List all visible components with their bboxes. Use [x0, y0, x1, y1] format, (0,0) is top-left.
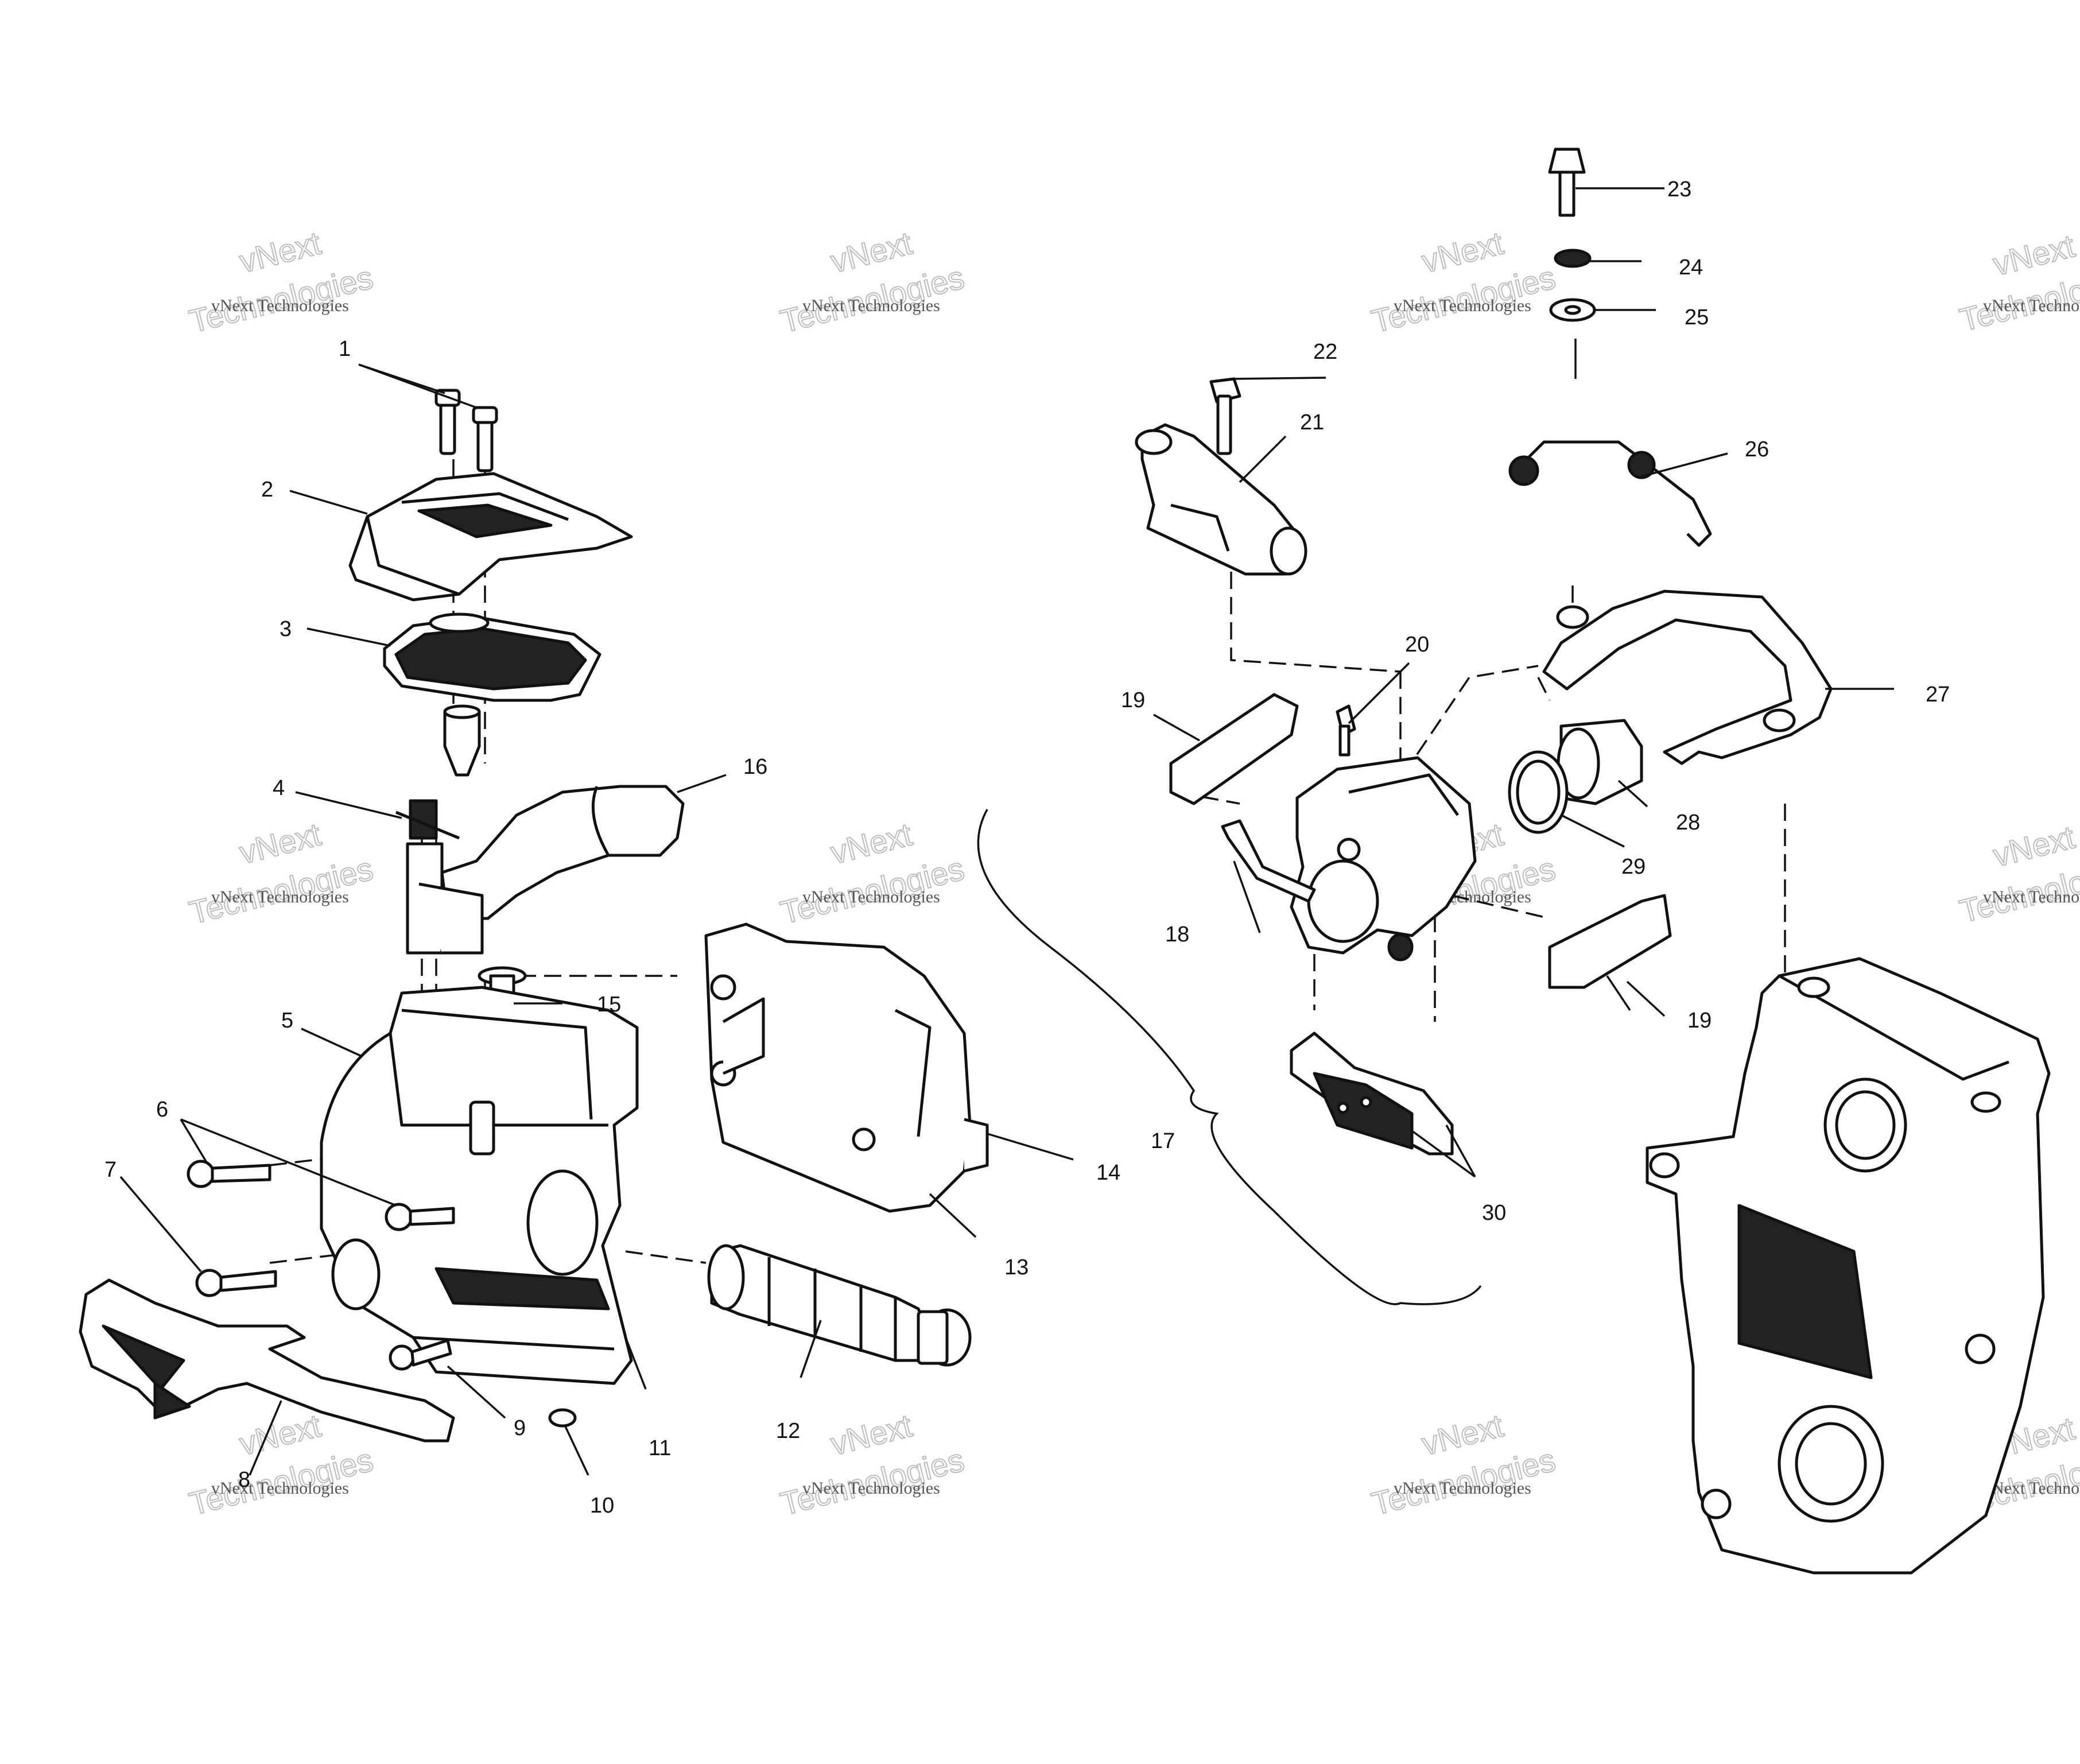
- clip-part-10: [548, 1408, 577, 1428]
- callout-17: 17: [1151, 1129, 1175, 1153]
- callout-12: 12: [776, 1419, 800, 1443]
- svg-text:vNext: vNext: [236, 816, 325, 871]
- callout-labels: 1 2 3 4 5 6 7 8 9 10 11 12 13 14 15 16 1…: [104, 177, 1950, 1518]
- svg-text:vNext: vNext: [827, 816, 916, 871]
- callout-13: 13: [1004, 1255, 1029, 1280]
- screws-part-1: [434, 389, 498, 472]
- screw-part-22: [1209, 377, 1241, 455]
- callout-28: 28: [1676, 811, 1700, 835]
- watermark-text: vNext Technologies: [1983, 1479, 2080, 1498]
- callout-11: 11: [649, 1436, 671, 1460]
- spring-part-26: [1508, 440, 1712, 547]
- screw-part-9: [389, 1339, 452, 1371]
- callout-25: 25: [1685, 305, 1709, 329]
- watermark: vNext Technologies: [777, 1406, 968, 1522]
- svg-text:vNext: vNext: [827, 1407, 916, 1462]
- callout-21: 21: [1300, 410, 1324, 435]
- callout-30: 30: [1482, 1201, 1506, 1225]
- callout-24: 24: [1679, 255, 1703, 280]
- watermark: vNext Technologies: [1368, 1406, 1559, 1522]
- svg-text:vNext: vNext: [1418, 224, 1507, 280]
- callout-3: 3: [280, 617, 292, 641]
- callout-22: 22: [1313, 340, 1337, 364]
- side-cover-part-13-14: [704, 922, 989, 1213]
- callout-2: 2: [261, 478, 273, 502]
- watermark-text: vNext Technologies: [1983, 296, 2080, 315]
- housing-part-5: [320, 986, 639, 1385]
- watermark-text: vNext Technologies: [211, 1479, 349, 1498]
- screw-part-20: [1336, 704, 1356, 757]
- leader-lines: [119, 187, 1894, 1476]
- watermark: vNext Technologies: [1368, 224, 1559, 340]
- ring-part-29: [1508, 750, 1569, 834]
- callout-8: 8: [238, 1468, 250, 1492]
- bolt-part-23: [1548, 148, 1586, 217]
- watermark-text: vNext Technologies: [1394, 1479, 1531, 1498]
- shim-part-19: [1169, 693, 1299, 805]
- grip-tube-part-12: [707, 1244, 972, 1367]
- callout-29: 29: [1621, 855, 1646, 879]
- callout-15: 15: [597, 993, 621, 1017]
- watermark-text: vNext Technologies: [211, 296, 349, 315]
- plunger-pin: [443, 704, 481, 777]
- washer-part-25: [1549, 298, 1596, 322]
- callout-4: 4: [273, 776, 285, 800]
- callout-5: 5: [281, 1009, 293, 1033]
- spring-part-4: [395, 799, 460, 840]
- callout-20: 20: [1405, 633, 1429, 657]
- callout-1: 1: [339, 337, 351, 361]
- watermark-text: vNext Technologies: [211, 887, 349, 906]
- watermark: vNext Technologies: [1955, 818, 2080, 930]
- callout-10: 10: [590, 1494, 614, 1518]
- svg-text:vNext: vNext: [1989, 819, 2078, 874]
- screw-part-6: [187, 1160, 271, 1188]
- callout-23: 23: [1667, 177, 1691, 201]
- watermark-text: vNext Technologies: [1983, 887, 2080, 906]
- callout-9: 9: [514, 1416, 526, 1440]
- screw-part-6b: [385, 1203, 455, 1231]
- watermark-text: vNext Technologies: [802, 296, 940, 315]
- brake-lever-part-8: [79, 1278, 455, 1443]
- callout-16: 16: [743, 755, 767, 779]
- throttle-lever-part-16: [406, 785, 685, 955]
- svg-text:vNext: vNext: [1418, 1407, 1507, 1462]
- chaincase-housing: [1646, 957, 2051, 1575]
- watermark-text: vNext Technologies: [802, 1479, 940, 1498]
- svg-text:vNext: vNext: [827, 224, 916, 280]
- lockwasher-part-24: [1554, 249, 1592, 268]
- callout-27: 27: [1926, 683, 1950, 707]
- caliper-body: [1290, 756, 1477, 962]
- gasket-part-3: [383, 612, 602, 702]
- callout-19a: 19: [1121, 688, 1145, 712]
- fitting-part-21: [1135, 423, 1307, 576]
- callout-18: 18: [1165, 922, 1189, 947]
- callout-14: 14: [1096, 1161, 1120, 1185]
- callout-6: 6: [156, 1098, 168, 1122]
- svg-text:vNext: vNext: [1989, 227, 2078, 282]
- svg-text:vNext: vNext: [236, 1407, 325, 1462]
- brake-line-part-18: [1221, 819, 1316, 903]
- screw-part-7: [195, 1269, 277, 1297]
- watermark: vNext Technologies: [777, 815, 968, 931]
- watermark: vNext Technologies: [185, 815, 377, 931]
- svg-text:vNext: vNext: [236, 224, 325, 280]
- brake-pads-part-30: [1290, 1032, 1454, 1156]
- watermark: vNext Technologies: [777, 224, 968, 340]
- top-cover-part-2: [348, 472, 633, 602]
- watermark: vNext Technologies: [1955, 227, 2080, 339]
- watermark-text: vNext Technologies: [1394, 296, 1531, 315]
- watermark-text: vNext Technologies: [802, 887, 940, 906]
- callout-19b: 19: [1687, 1009, 1712, 1033]
- callout-7: 7: [104, 1158, 117, 1182]
- callout-26: 26: [1745, 437, 1769, 462]
- bracket-17: [977, 809, 1482, 1305]
- frame-part-27: [1542, 590, 1833, 765]
- shim-part-19b: [1548, 894, 1672, 989]
- watermark: vNext Technologies: [185, 224, 377, 340]
